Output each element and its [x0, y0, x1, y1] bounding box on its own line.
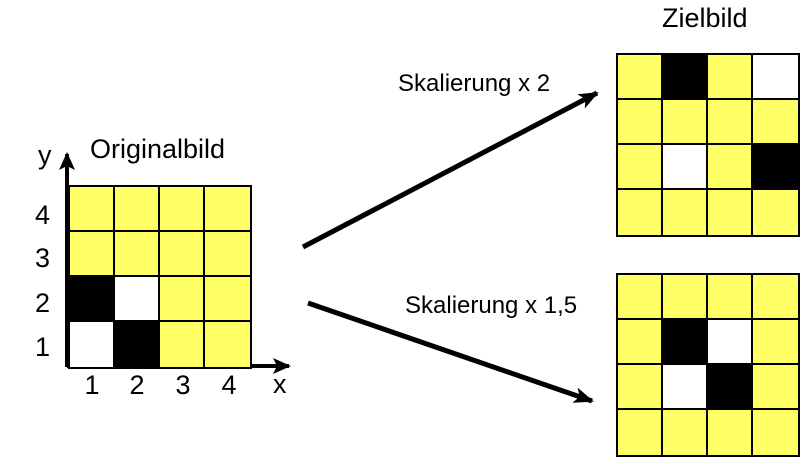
pixel-cell	[160, 187, 205, 232]
pixel-cell	[708, 55, 753, 100]
original-image-grid	[68, 185, 252, 369]
pixel-cell	[753, 100, 798, 145]
pixel-cell	[205, 187, 250, 232]
pixel-cell	[618, 410, 663, 455]
pixel-cell	[663, 55, 708, 100]
x-axis-label: x	[273, 369, 287, 399]
pixel-cell	[753, 365, 798, 410]
pixel-cell	[205, 232, 250, 277]
y-tick-3: 3	[34, 243, 50, 273]
pixel-cell	[708, 365, 753, 410]
pixel-cell	[618, 145, 663, 190]
scale-x15-label: Skalierung x 1,5	[405, 292, 578, 319]
pixel-cell	[205, 322, 250, 367]
y-tick-4: 4	[34, 200, 50, 230]
scaled-x2-grid	[616, 53, 800, 237]
pixel-cell	[753, 190, 798, 235]
x-tick-3: 3	[175, 370, 191, 400]
pixel-cell	[753, 55, 798, 100]
pixel-cell	[753, 275, 798, 320]
pixel-cell	[708, 100, 753, 145]
pixel-cell	[663, 100, 708, 145]
pixel-cell	[160, 277, 205, 322]
pixel-cell	[70, 232, 115, 277]
pixel-cell	[663, 410, 708, 455]
pixel-cell	[663, 190, 708, 235]
pixel-cell	[753, 320, 798, 365]
pixel-cell	[70, 277, 115, 322]
pixel-cell	[115, 187, 160, 232]
pixel-cell	[708, 410, 753, 455]
x-tick-2: 2	[129, 370, 145, 400]
pixel-cell	[753, 145, 798, 190]
scale-x15-arrow	[307, 300, 594, 404]
pixel-cell	[708, 145, 753, 190]
pixel-cell	[663, 320, 708, 365]
pixel-cell	[618, 275, 663, 320]
original-image-title: Originalbild	[90, 134, 226, 164]
pixel-cell	[115, 232, 160, 277]
pixel-cell	[205, 277, 250, 322]
pixel-cell	[663, 145, 708, 190]
pixel-cell	[115, 322, 160, 367]
target-image-title: Zielbild	[662, 3, 748, 33]
pixel-cell	[708, 320, 753, 365]
pixel-cell	[160, 322, 205, 367]
pixel-cell	[663, 365, 708, 410]
pixel-cell	[753, 410, 798, 455]
pixel-cell	[663, 275, 708, 320]
pixel-cell	[160, 232, 205, 277]
y-axis-label: y	[38, 140, 52, 170]
pixel-cell	[115, 277, 160, 322]
pixel-cell	[708, 190, 753, 235]
pixel-cell	[618, 100, 663, 145]
pixel-cell	[618, 365, 663, 410]
pixel-cell	[618, 55, 663, 100]
x-tick-4: 4	[221, 370, 237, 400]
y-tick-2: 2	[34, 288, 50, 318]
pixel-cell	[708, 275, 753, 320]
pixel-cell	[618, 320, 663, 365]
pixel-cell	[70, 187, 115, 232]
y-tick-1: 1	[34, 332, 50, 362]
scaled-x15-grid	[616, 273, 800, 457]
scale-x2-label: Skalierung x 2	[398, 70, 551, 97]
pixel-cell	[618, 190, 663, 235]
pixel-cell	[70, 322, 115, 367]
x-tick-1: 1	[84, 370, 100, 400]
scale-x2-arrow	[301, 90, 599, 250]
